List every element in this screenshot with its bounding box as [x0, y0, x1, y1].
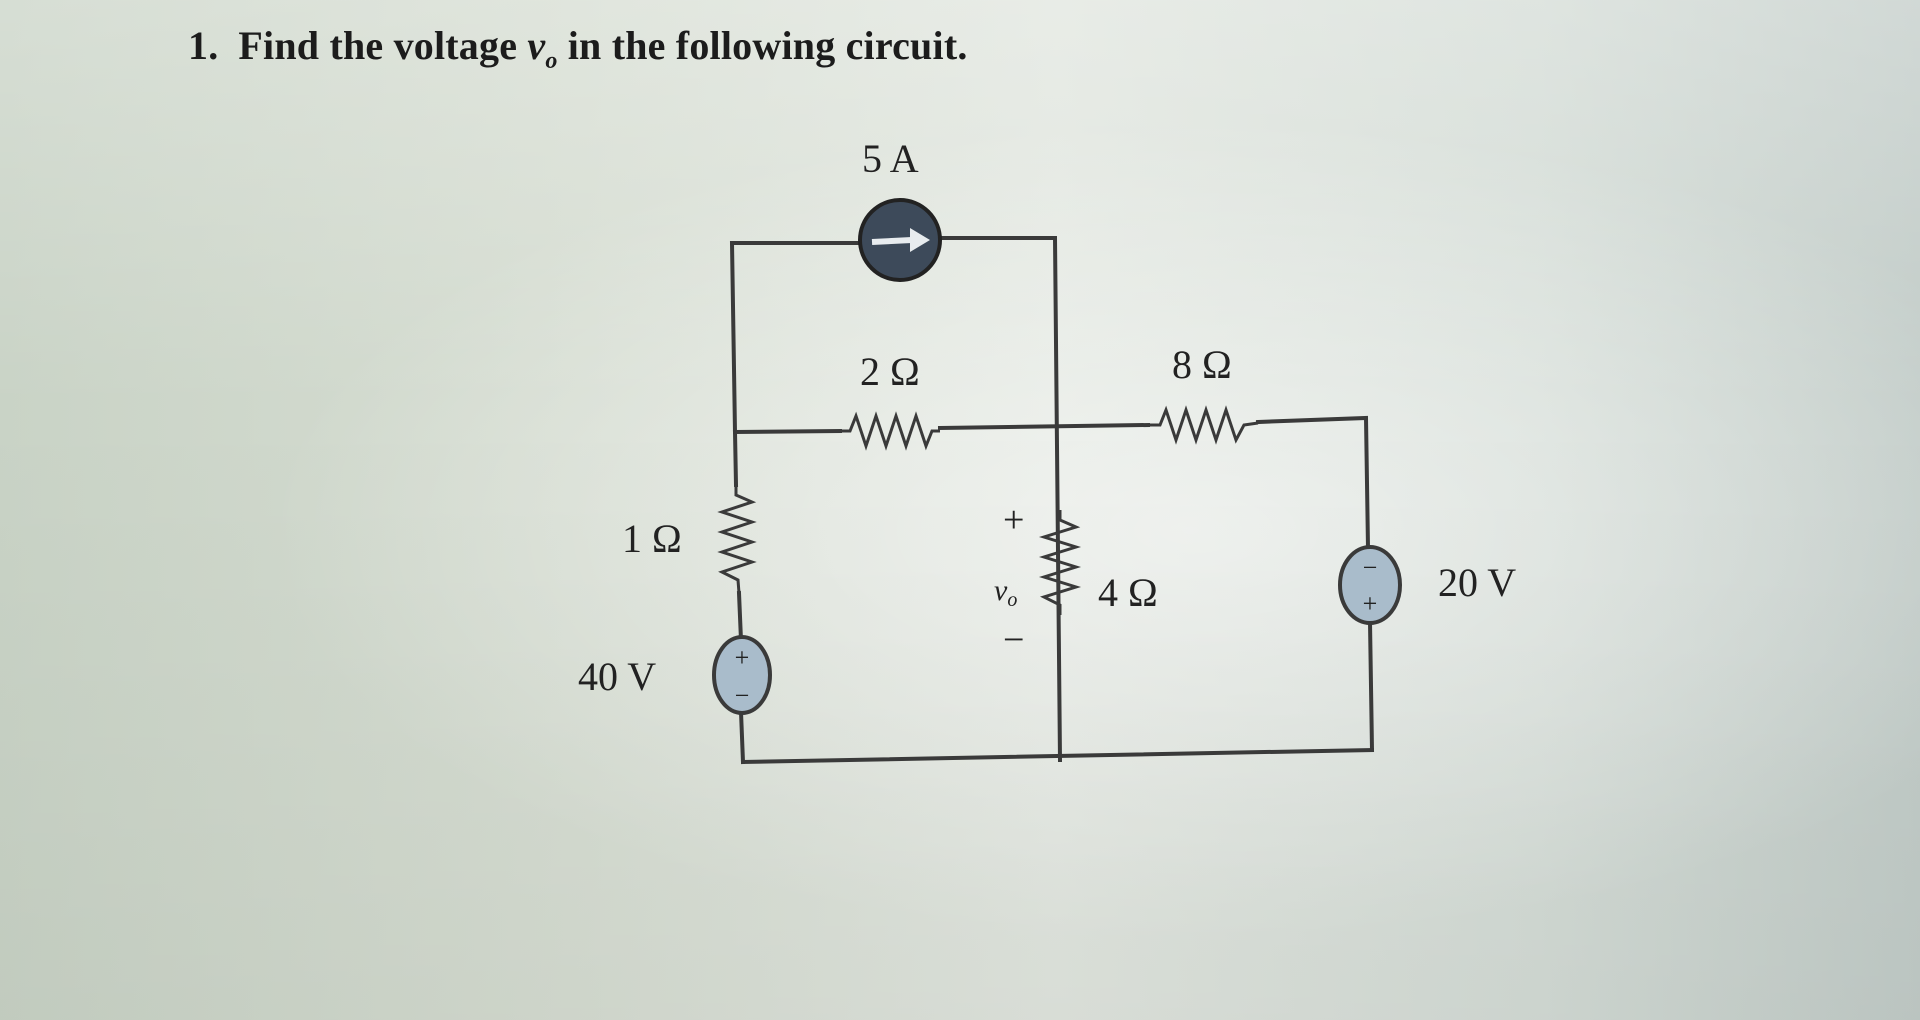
- vo-plus-sign: +: [1003, 499, 1024, 541]
- wire-mid-right: [1255, 415, 1371, 551]
- wire-20v-to-bottom: [1367, 619, 1375, 753]
- wire-left-upper: [729, 240, 738, 435]
- problem-text-after: in the following circuit.: [557, 23, 968, 68]
- voltage-source-20v-body: [1338, 545, 1402, 625]
- vo-marker: + vo −: [994, 499, 1024, 661]
- voltage-source-20v-minus: −: [1363, 553, 1378, 582]
- voltage-source-20v-plus: +: [1363, 589, 1378, 618]
- resistor-8ohm: [1148, 405, 1259, 445]
- voltage-source-20v: − +: [1338, 545, 1402, 625]
- voltage-source-40v-body: [712, 635, 772, 715]
- resistor-2ohm: [840, 411, 940, 451]
- problem-variable: vo: [527, 23, 558, 74]
- wire-bottom: [740, 747, 1375, 765]
- voltage-source-40v-minus: −: [735, 681, 750, 710]
- current-source-5a: [858, 198, 942, 282]
- wire-40v-to-bottom: [738, 709, 746, 765]
- resistor-1ohm: [717, 485, 757, 594]
- current-arrow-shaft: [871, 237, 913, 245]
- current-source-label: 5 A: [862, 136, 919, 181]
- voltage-source-40v-label: 40 V: [578, 654, 656, 699]
- resistor-2ohm-label: 2 Ω: [860, 349, 920, 394]
- wire-top-right: [938, 236, 1063, 763]
- vo-minus-sign: −: [1003, 619, 1024, 661]
- resistor-4ohm-label: 4 Ω: [1098, 570, 1158, 615]
- problem-statement: 1. Find the voltage vo in the following c…: [188, 22, 968, 75]
- problem-text-before: Find the voltage: [238, 23, 528, 68]
- wire-mid-left: [732, 428, 843, 435]
- wire-mid-center: [937, 422, 1151, 431]
- arrow-right-icon: [910, 228, 930, 252]
- resistor-1ohm-label: 1 Ω: [622, 516, 682, 561]
- voltage-source-40v-plus: +: [735, 643, 750, 672]
- problem-number: 1.: [188, 23, 219, 68]
- vo-label: vo: [994, 574, 1017, 611]
- resistor-4ohm: [1038, 510, 1082, 615]
- resistor-8ohm-label: 8 Ω: [1172, 342, 1232, 387]
- voltage-source-40v: + −: [712, 635, 772, 715]
- wire-left-to-r1: [732, 429, 739, 488]
- wire-r1-to-40v: [736, 590, 744, 643]
- circuit-wires: [729, 236, 1375, 765]
- voltage-source-20v-label: 20 V: [1438, 560, 1516, 605]
